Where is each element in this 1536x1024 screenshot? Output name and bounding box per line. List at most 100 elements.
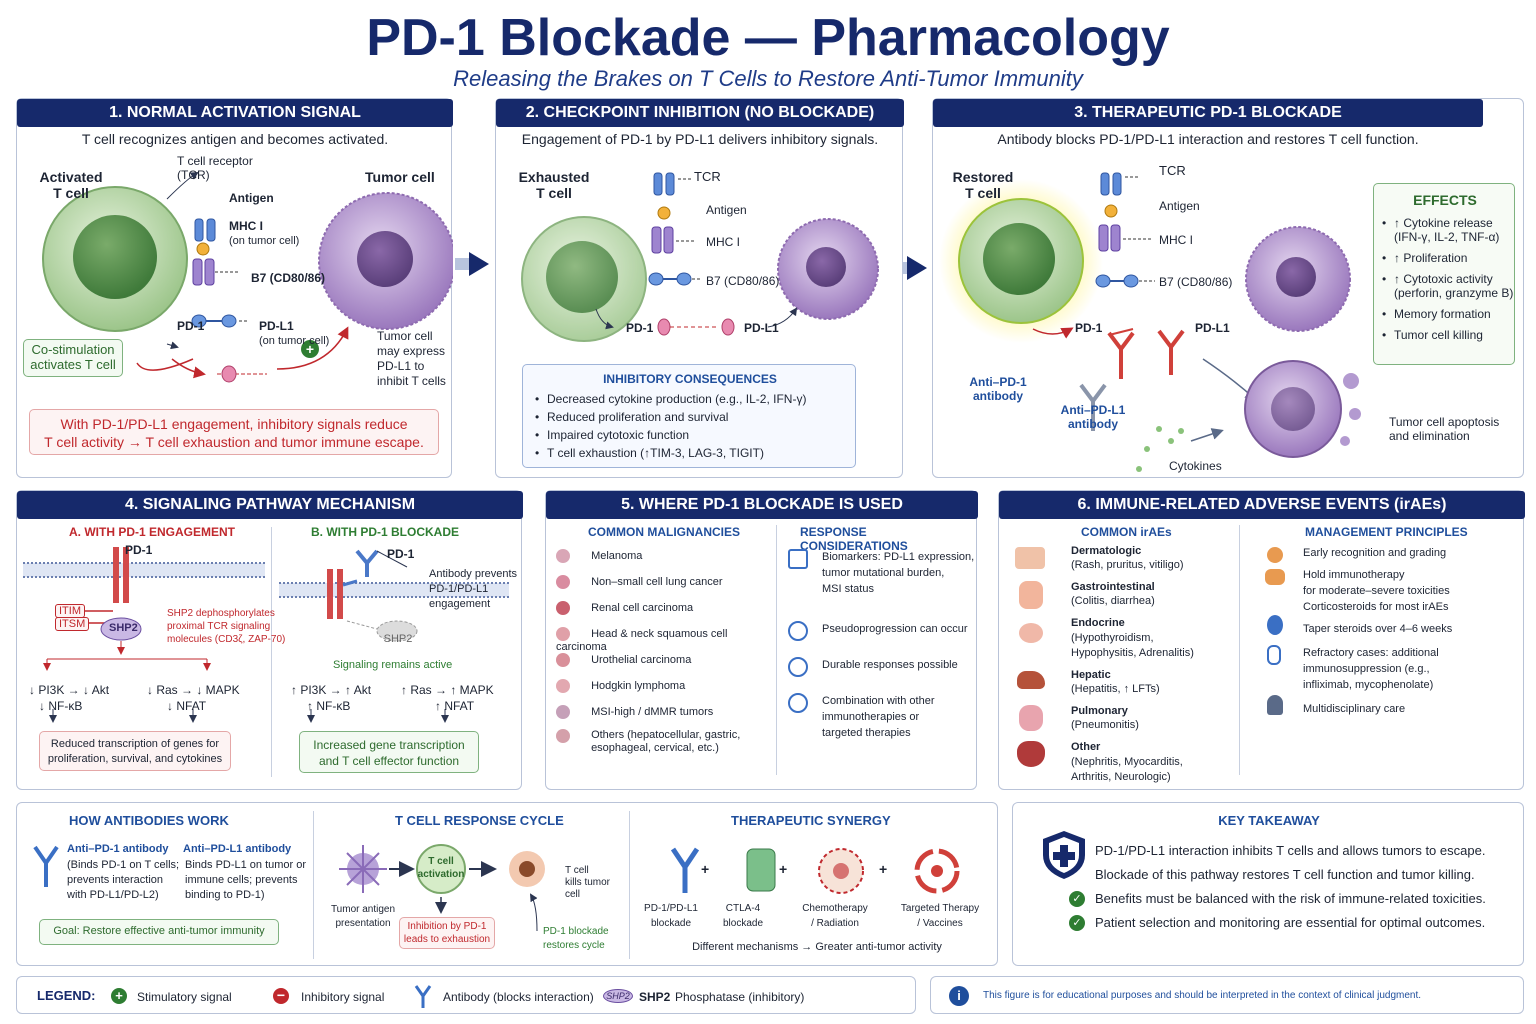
biomarker-icon [788,549,808,569]
list-item: ↑ Proliferation [1382,251,1516,265]
list-item: Renal cell carcinoma [556,601,693,615]
synergy-item: Chemotherapy / Radiation [802,903,868,929]
blockade-pd1-label: PD-1 [387,547,415,561]
blockade-diagram [939,172,1258,472]
shp2-icon: SHP2 [603,989,633,1003]
cycle-kill: T cell kills tumor cell [565,865,611,900]
panel-therapeutic-blockade: 3. THERAPEUTIC PD-1 BLOCKADE Antibody bl… [932,98,1524,478]
panel-normal-activation: 1. NORMAL ACTIVATION SIGNAL T cell recog… [16,98,453,478]
anti-pdl1-name: Anti–PD-L1 antibody [183,843,292,855]
list-item: Melanoma [556,549,642,563]
b7-label: B7 (CD80/86) [706,274,780,288]
list-item: Impaired cytotoxic function [535,428,853,442]
minus-icon: − [273,988,289,1004]
pi3k-up: ↑ PI3K → ↑ Akt [291,683,372,697]
legend-shp2: SHP2 [639,990,671,1004]
pdl1-label: PD-L1 [744,321,779,335]
pd1-label: PD-1 [177,319,205,333]
melanoma-icon [556,549,570,563]
durable-icon [788,657,808,677]
synergy-plus: + [879,861,888,877]
mhc-label: MHC I [706,235,740,249]
pdl1-label: PD-L1 [259,319,294,333]
shp2-label: SHP2 [109,622,138,634]
antigen-label: Antigen [229,191,274,205]
apoptosis-label: Tumor cell apoptosis and elimination [1389,415,1500,443]
antigen-label: Antigen [706,203,747,217]
list-item: T cell exhaustion (↑TIM-3, LAG-3, TIGIT) [535,446,853,460]
pathway-divider [271,527,272,777]
tumor-note: Tumor cell may express PD-L1 to inhibit … [377,329,446,388]
engagement-title: A. WITH PD-1 ENGAGEMENT [69,525,236,539]
consequences-title: INHIBITORY CONSEQUENCES [603,372,777,386]
nfkb-down: ↓ NF-κB [39,699,83,713]
liver-icon [1017,671,1045,689]
effects-list: ↑ Cytokine release (IFN-γ, IL-2, TNF-α) … [1382,216,1516,346]
common-irae-title: COMMON irAEs [1081,525,1172,539]
pd1-label: PD-1 [1075,321,1103,335]
cycle-diagram [339,844,545,932]
progression-icon [788,621,808,641]
list-item: Head & neck squamous cell carcinoma [556,627,728,653]
synergy-item: CTLA-4 blockade [722,903,764,929]
how-antibodies-title: HOW ANTIBODIES WORK [69,813,229,828]
synergy-icons [670,847,960,894]
tcell-label: Activated T cell [39,169,103,201]
antibody-icon [33,845,59,887]
list-item: ↑ Cytotoxic activity (perforin, granzyme… [1382,272,1516,300]
malignancies-title: COMMON MALIGNANCIES [588,525,740,539]
list-item: Others (hepatocellular, gastric, esophag… [556,729,740,755]
legend-stimulatory: Stimulatory signal [137,990,232,1004]
pi3k-down: ↓ PI3K → ↓ Akt [29,683,110,697]
synergy-plus: + [701,861,710,877]
lung-icon [556,575,570,589]
tcr-label: TCR [694,169,721,184]
heart-kidney-icon [1017,741,1045,767]
list-item: Corticosteroids for most irAEs [1303,601,1449,613]
synergy-note: Different mechanisms → Greater anti-tumo… [692,941,942,953]
antigen-label: Antigen [1159,199,1200,213]
anti-pd1-label: Anti–PD-1 antibody [969,375,1027,403]
legend-shp2-desc: Phosphatase (inhibitory) [675,990,805,1004]
cycle-inhibition: Inhibition by PD-1 leads to exhaustion [399,917,495,949]
cytokines-label: Cytokines [1169,459,1222,473]
hold-icon [1265,569,1285,585]
tcr-label: TCR [1159,163,1186,178]
panel-description: Engagement of PD-1 by PD-L1 delivers inh… [521,131,879,147]
list-item: Hold immunotherapy for moderate–severe t… [1303,569,1450,597]
list-item: Decreased cytokine production (e.g., IL-… [535,392,853,406]
steroid-icon [1267,615,1283,635]
combination-icon [788,693,808,713]
blockade-note: Antibody prevents PD-1/PD-L1 engagement [429,568,518,610]
lungs-icon [1019,705,1043,731]
signaling-active: Signaling remains active [333,659,453,671]
legend-bar: LEGEND: + Stimulatory signal − Inhibitor… [16,976,916,1014]
list-item: Urothelial carcinoma [556,653,691,667]
activation-diagram: + [42,171,453,383]
panel-heading: 1. NORMAL ACTIVATION SIGNAL [17,99,453,127]
management-title: MANAGEMENT PRINCIPLES [1305,525,1468,539]
head-neck-icon [556,627,570,641]
panel-checkpoint-inhibition: 2. CHECKPOINT INHIBITION (NO BLOCKADE) E… [495,98,904,478]
team-icon [1267,695,1283,715]
synergy-plus: + [779,861,788,877]
tcell-label: Restored T cell [952,169,1014,201]
synergy-item: PD-1/PD-L1 blockade [644,903,698,929]
engagement-result: Reduced transcription of genes for proli… [39,731,231,771]
mhc-label: MHC I [1159,233,1193,247]
inhibition-diagram [521,172,879,342]
svg-text:+: + [306,341,314,357]
list-item: Early recognition and grading [1303,547,1447,559]
tumor-cells [1244,226,1361,458]
b7-label: B7 (CD80/86) [1159,275,1233,289]
key-point: Blockade of this pathway restores T cell… [1095,867,1475,882]
info-icon: i [949,986,969,1006]
mhc-sublabel: (on tumor cell) [229,235,300,247]
list-item: ↑ Cytokine release (IFN-γ, IL-2, TNF-α) [1382,216,1516,244]
nfkb-up: ↑ NF-κB [307,699,351,713]
panel-heading: 2. CHECKPOINT INHIBITION (NO BLOCKADE) [496,99,904,127]
panel-description: T cell recognizes antigen and becomes ac… [81,131,389,147]
tcell-label: Exhausted T cell [518,169,590,201]
thyroid-icon [1019,623,1043,643]
panel-arrow-icon [455,252,489,276]
